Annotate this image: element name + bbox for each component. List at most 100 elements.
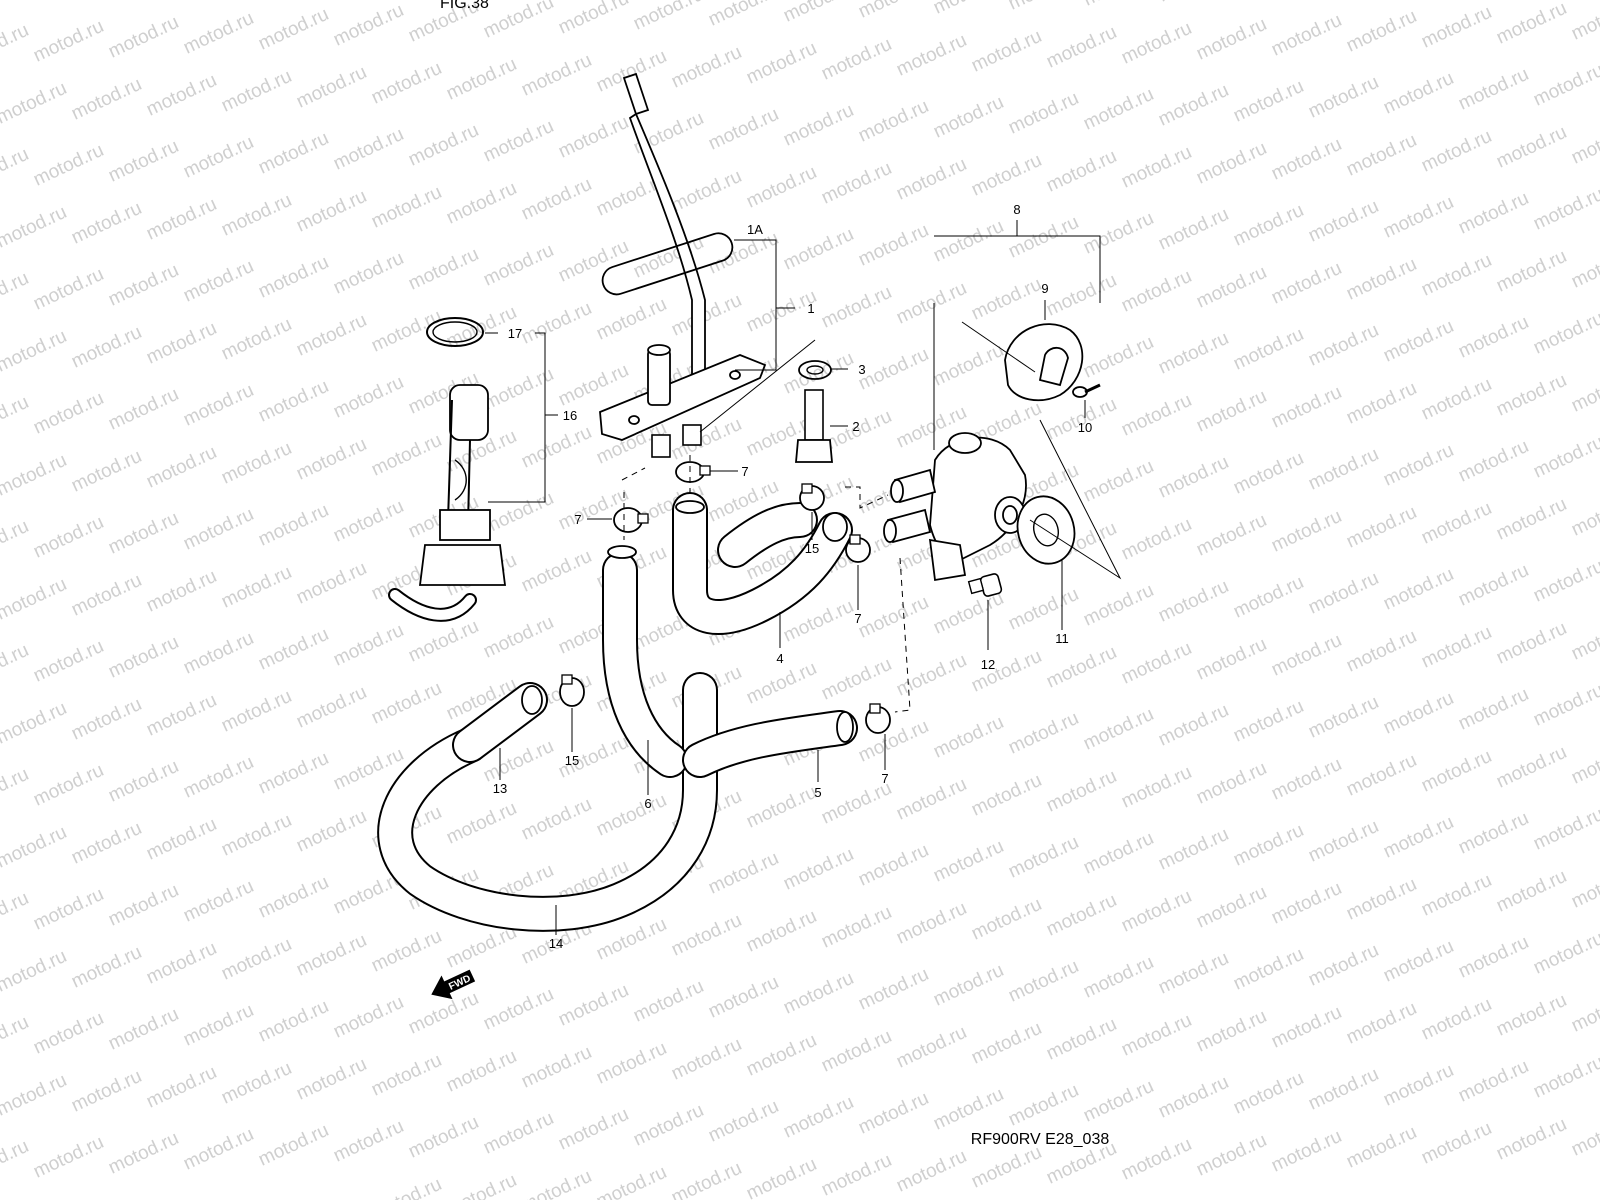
callout-7-d: 7 [881,771,888,786]
watermark-text: motod.ru [255,1120,332,1171]
watermark-text: motod.ru [0,450,70,501]
watermark-text: motod.ru [1080,0,1157,11]
watermark-text: motod.ru [555,112,632,163]
watermark-text: motod.ru [1455,436,1532,487]
watermark-text: motod.ru [1268,1002,1345,1053]
watermark-text: motod.ru [930,960,1007,1011]
watermark-text: motod.ru [1005,832,1082,883]
screw-10 [1072,383,1101,398]
watermark-text: motod.ru [30,760,107,811]
watermark-text: motod.ru [930,1084,1007,1135]
watermark-text: motod.ru [1193,510,1270,561]
watermark-text: motod.ru [255,376,332,427]
watermark-text: motod.ru [105,260,182,311]
callout-11: 11 [1055,631,1069,646]
clamp-7-d [865,703,891,734]
callout-7-b: 7 [574,512,581,527]
watermark-text: motod.ru [593,790,670,841]
watermark-text: motod.ru [180,504,257,555]
watermark-text: motod.ru [1230,324,1307,375]
watermark-text: motod.ru [930,340,1007,391]
watermark-text: motod.ru [1230,820,1307,871]
watermark-text: motod.ru [0,0,70,5]
watermark-text: motod.ru [368,678,445,729]
watermark-text: motod.ru [1118,762,1195,813]
watermark-text: motod.ru [1530,184,1600,235]
watermark-text: motod.ru [405,120,482,171]
diagram-code: RF900RV E28_038 [971,1131,1110,1148]
watermark-text: motod.ru [1493,1114,1570,1165]
callout-15-b: 15 [565,753,579,768]
callout-9: 9 [1041,281,1048,296]
watermark-text: motod.ru [593,1162,670,1200]
watermark-text: motod.ru [218,314,295,365]
watermark-text: motod.ru [0,78,70,129]
watermark-text: motod.ru [30,512,107,563]
watermark-text: motod.ru [1080,1076,1157,1127]
clamp-7-b [613,507,649,533]
watermark-text: motod.ru [1005,212,1082,263]
watermark-text: motod.ru [0,574,70,625]
watermark-text: motod.ru [1305,72,1382,123]
watermark-text: motod.ru [1043,1014,1120,1065]
watermark-text: motod.ru [968,770,1045,821]
watermark-text: motod.ru [0,822,70,873]
watermark-text: motod.ru [1155,0,1232,7]
watermark-text: motod.ru [1155,1072,1232,1123]
watermark-text: motod.ru [630,1100,707,1151]
watermark-text: motod.ru [968,150,1045,201]
clamp-7-a [675,461,711,483]
watermark-text: motod.ru [1380,688,1457,739]
watermark-text: motod.ru [30,264,107,315]
watermark-text: motod.ru [0,202,70,253]
watermark-text: motod.ru [930,216,1007,267]
callout-10: 10 [1078,420,1092,435]
watermark-text: motod.ru [1118,1134,1195,1185]
watermark-text: motod.ru [855,96,932,147]
watermark-text: motod.ru [0,144,32,195]
watermark-text: motod.ru [1530,308,1600,359]
watermark-text: motod.ru [1118,638,1195,689]
watermark-text: motod.ru [1043,270,1120,321]
watermark-text: motod.ru [0,326,70,377]
watermark-text: motod.ru [518,794,595,845]
watermark-text: motod.ru [893,278,970,329]
watermark-text: motod.ru [293,558,370,609]
watermark-text: motod.ru [143,566,220,617]
watermark-text: motod.ru [1418,746,1495,797]
callout-2: 2 [852,419,859,434]
hose-14 [377,672,718,932]
watermark-text: motod.ru [180,132,257,183]
bolt-2 [795,389,833,463]
watermark-text: motod.ru [1493,990,1570,1041]
watermark-text: motod.ru [1305,1064,1382,1115]
watermark-text: motod.ru [180,256,257,307]
callout-1A: 1A [747,222,763,237]
watermark-text: motod.ru [1268,258,1345,309]
watermark-text: motod.ru [368,182,445,233]
watermark-text: motod.ru [480,612,557,663]
watermark-text: motod.ru [68,74,145,125]
watermark-text: motod.ru [1380,316,1457,367]
watermark-text: motod.ru [68,198,145,249]
watermark-text: motod.ru [293,682,370,733]
watermark-text: motod.ru [1118,266,1195,317]
watermark-text: motod.ru [218,686,295,737]
watermark-text: motod.ru [143,814,220,865]
watermark-text: motod.ru [368,1050,445,1101]
watermark-text: motod.ru [180,8,257,59]
watermark-text: motod.ru [630,0,707,35]
watermark-text: motod.ru [518,50,595,101]
watermark-text: motod.ru [1455,684,1532,735]
watermark-text: motod.ru [293,806,370,857]
watermark-text: motod.ru [518,298,595,349]
watermark-text: motod.ru [1380,936,1457,987]
watermark-text: motod.ru [1380,440,1457,491]
watermark-text: motod.ru [218,66,295,117]
watermark-text: motod.ru [0,516,32,567]
clamp-15-a [799,483,825,511]
watermark-text: motod.ru [930,712,1007,763]
watermark-text: motod.ru [480,984,557,1035]
hose-13 [452,682,548,763]
watermark-text: motod.ru [1305,940,1382,991]
